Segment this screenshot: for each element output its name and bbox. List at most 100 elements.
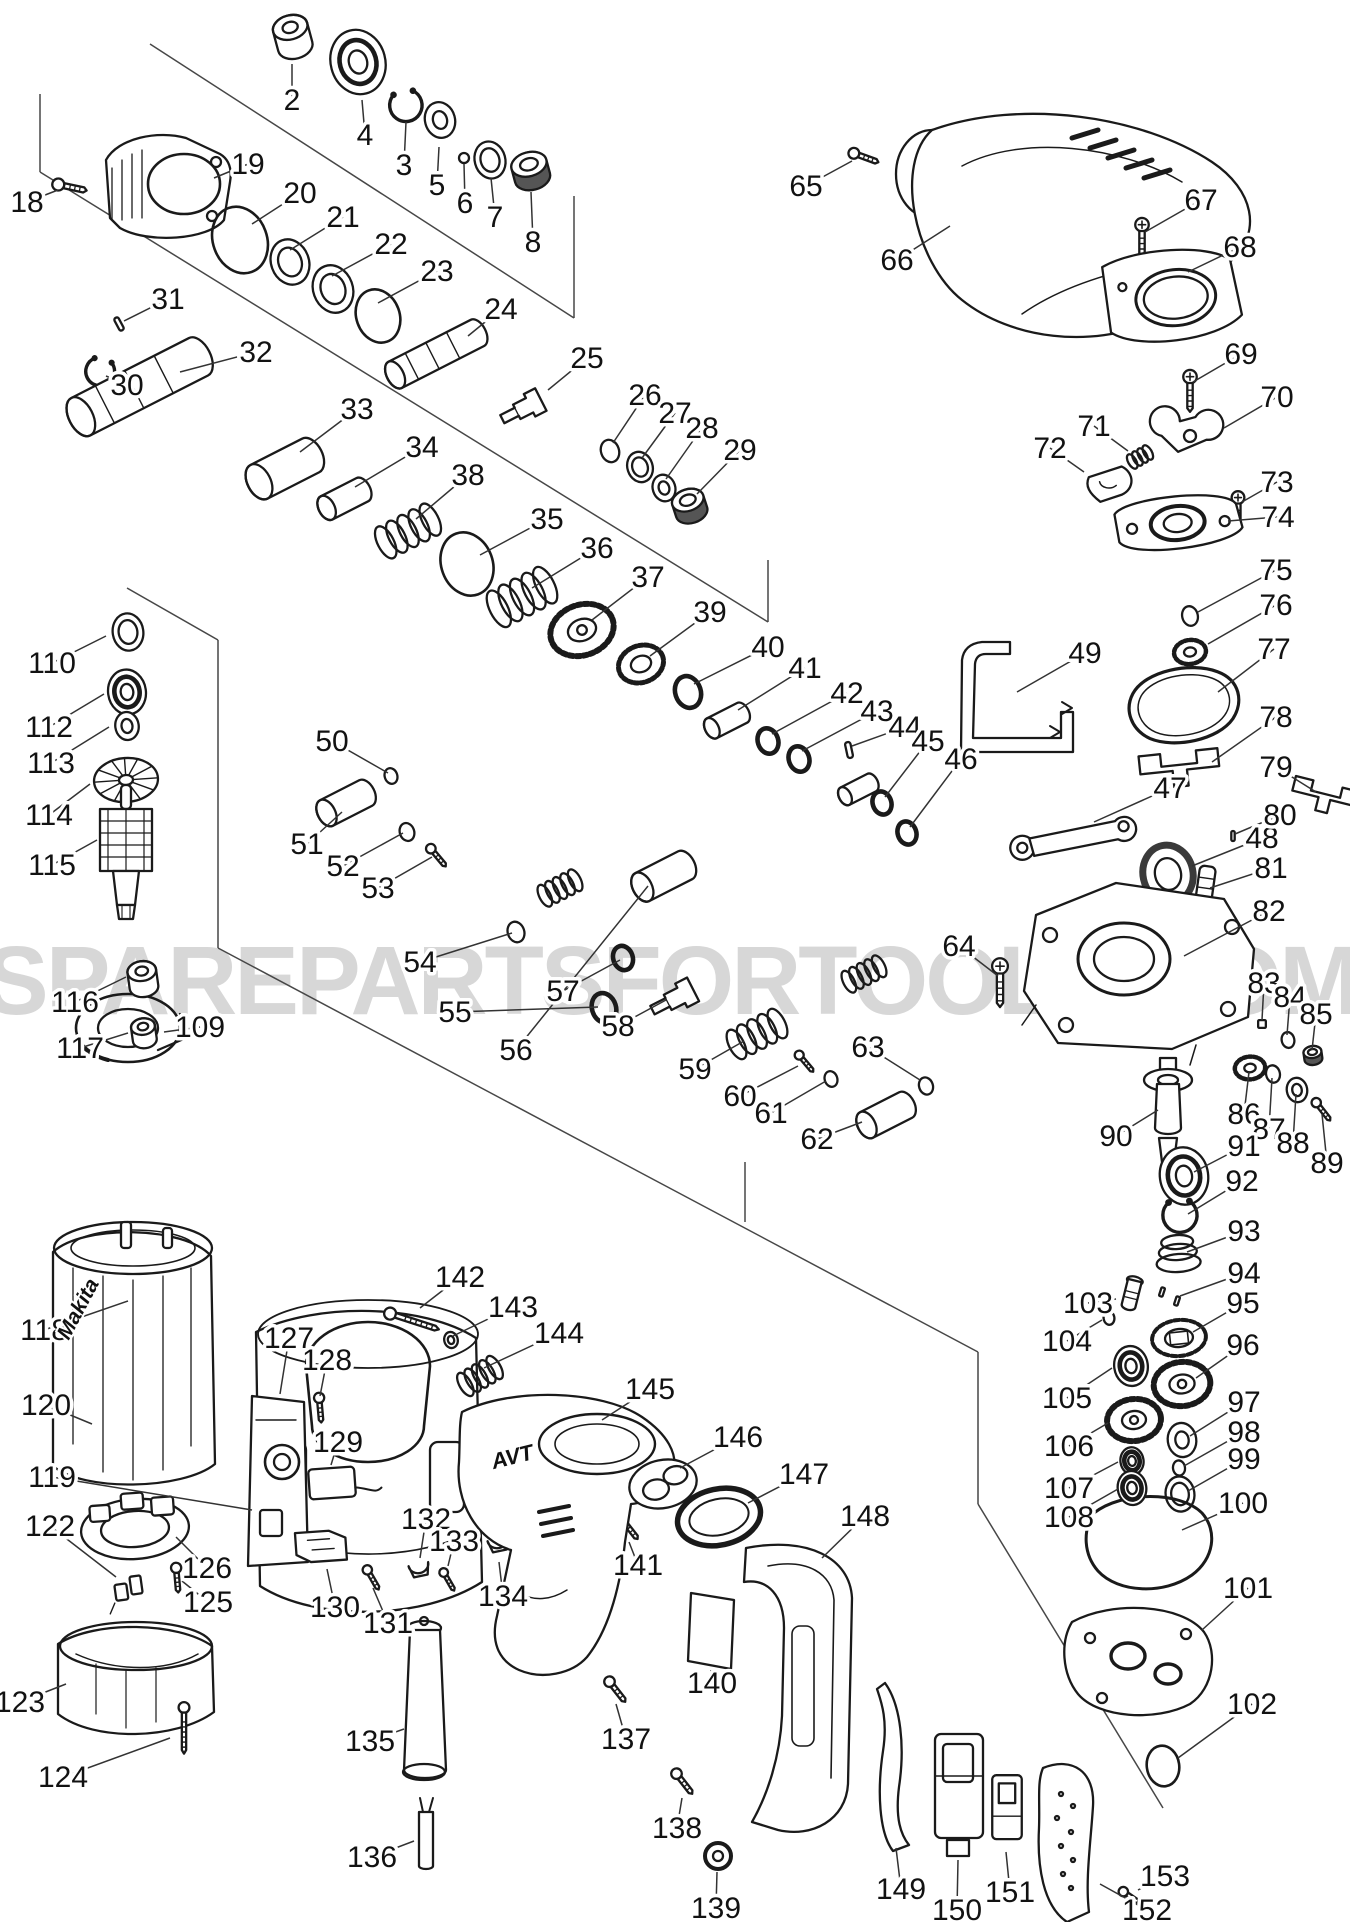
leader-line [490,177,496,218]
spring-part-glyph [369,498,447,564]
part-number-label: 102 [1227,1688,1277,1721]
oring-part-glyph [608,941,638,975]
part-number-label: 107 [1044,1472,1094,1505]
leader-line [175,1536,208,1569]
leader-line [1209,867,1272,889]
leader-line [851,726,906,747]
leader-line [1005,1851,1011,1893]
leader-line [213,163,249,179]
part-number-label: 57 [546,975,579,1008]
part-number-label: 30 [110,369,143,402]
leader-line [377,270,438,304]
screwS-part-glyph [601,1673,631,1707]
part-number-label: 5 [429,169,446,202]
sheet140-part-glyph [686,1591,736,1671]
part-number-label: 64 [942,930,975,963]
cam95-part-glyph [1148,1315,1210,1361]
leader-line [1243,1071,1250,1115]
leader-line [770,1080,827,1114]
part-number-label: 106 [1044,1430,1094,1463]
cyl-part-glyph [310,775,382,831]
part-number-label: 99 [1227,1443,1260,1476]
leader-line [289,216,344,251]
part-number-label: 138 [652,1812,702,1845]
part-number-label: 151 [985,1876,1035,1909]
part-number-label: 71 [1077,410,1110,443]
part-number-label: 116 [51,986,99,1019]
term130-part-glyph [293,1528,349,1565]
part-number-label: 139 [691,1892,741,1922]
ring2-part-glyph [109,610,147,654]
leader-line [361,99,366,136]
cyl-part-glyph [850,1087,922,1143]
washer-part-glyph [419,97,461,143]
leader-line [1183,1431,1245,1467]
leader-line [354,446,423,488]
part-number-label: 87 [1252,1113,1285,1146]
frame-line [126,587,219,641]
part-number-label: 101 [1223,1572,1273,1605]
pin-part-glyph [1230,830,1236,842]
leader-line [1217,648,1275,693]
leader-line [415,474,469,520]
part-number-label: 109 [175,1011,225,1044]
cover123-part-glyph [56,1620,216,1736]
part-number-label: 48 [1245,822,1278,855]
leader-line [1192,1302,1244,1333]
part-number-label: 41 [788,652,821,685]
part-number-label: 27 [658,397,691,430]
part-number-label: 153 [1140,1860,1190,1893]
leader-line [1275,766,1317,793]
part-number-label: 124 [38,1761,88,1794]
part-number-label: 120 [21,1389,71,1422]
leader-line [419,1518,427,1559]
gearB-part-glyph [543,595,621,665]
cup-part-glyph [125,958,161,1000]
part-number-label: 55 [438,996,471,1029]
leader-line [1234,814,1281,835]
part-number-label: 39 [693,596,726,629]
part-number-label: 3 [396,149,413,182]
part-number-label: 95 [1226,1287,1259,1320]
leader-line [641,412,676,459]
part-number-label: 117 [56,1032,104,1065]
part-number-label: 143 [488,1291,538,1324]
leader-line [19,1683,67,1703]
cyl-part-glyph [625,845,703,907]
leader-line [463,163,466,204]
part-number-label: 74 [1261,501,1294,534]
screwS-part-glyph [668,1765,698,1799]
part-glyphs [49,9,1350,1922]
leader-line [105,375,128,386]
frame-line [217,947,979,1353]
leader-line [612,394,646,444]
part-number-label: 22 [374,228,407,261]
leader-line [279,1337,290,1395]
part-number-label: 34 [405,431,438,464]
leader-line [1179,1272,1245,1297]
leader-line [530,191,534,243]
leader-line [562,959,621,992]
leader-line [181,1580,209,1603]
leader-line [1093,425,1129,452]
leader-line [45,1404,93,1425]
leader-line [715,1871,718,1909]
leader-line [1187,1458,1245,1492]
part-number-label: 137 [601,1723,651,1756]
oring-part-glyph [893,817,921,849]
part-number-label: 110 [28,647,76,680]
part-number-label: 115 [28,849,76,882]
part-number-label: 21 [326,201,359,234]
oringBig-part-glyph [347,282,409,350]
part-number-label: 76 [1259,589,1292,622]
plate74-part-glyph [1111,487,1247,557]
part-number-label: 67 [1184,184,1217,217]
grommet-part-glyph [703,1841,733,1871]
oringT-part-glyph [916,1075,936,1097]
oilpin-part-glyph [1118,1273,1145,1313]
oringT-part-glyph [1171,1459,1187,1477]
gearSm-part-glyph [1234,1055,1266,1080]
leader-line [694,1040,745,1070]
blob2-part-glyph [1084,1495,1214,1591]
